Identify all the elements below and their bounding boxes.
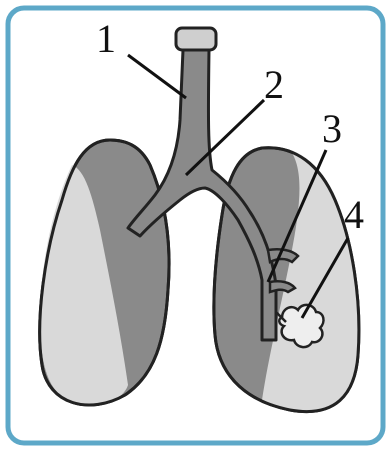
label-1: 1 — [96, 16, 116, 61]
larynx-cap — [176, 28, 216, 50]
label-3: 3 — [322, 106, 342, 151]
label-2: 2 — [264, 62, 284, 107]
label-4: 4 — [344, 192, 364, 237]
